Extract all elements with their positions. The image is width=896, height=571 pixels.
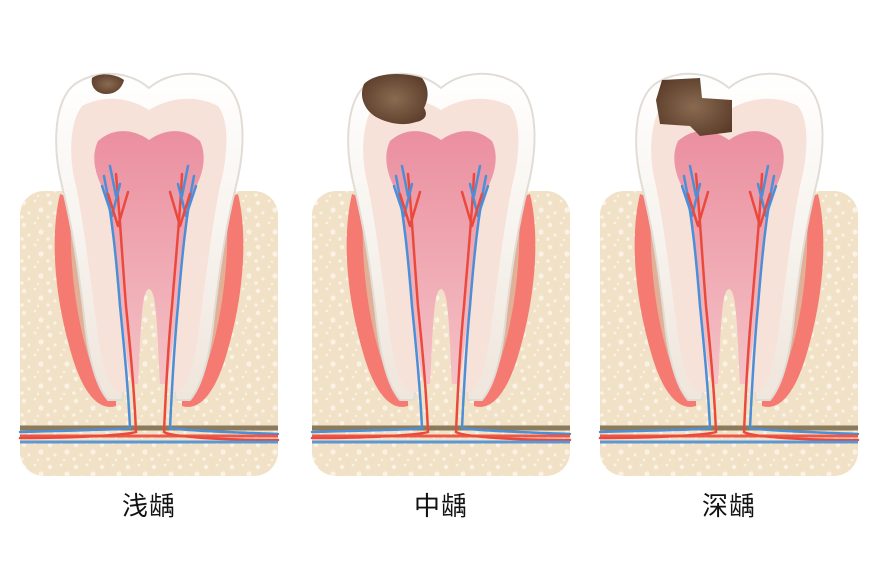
- label-deep-caries: 深龋: [701, 492, 756, 522]
- tooth-panel-3: [600, 74, 858, 476]
- label-moderate-caries: 中龋: [413, 492, 468, 522]
- tooth-panel-2: [312, 74, 570, 476]
- label-shallow-caries: 浅龋: [121, 492, 176, 522]
- decay-spot-moderate: [361, 74, 428, 125]
- tooth-panel-1: [20, 74, 278, 476]
- decay-spot-deep: [656, 78, 732, 136]
- decay-spot-shallow: [91, 74, 124, 94]
